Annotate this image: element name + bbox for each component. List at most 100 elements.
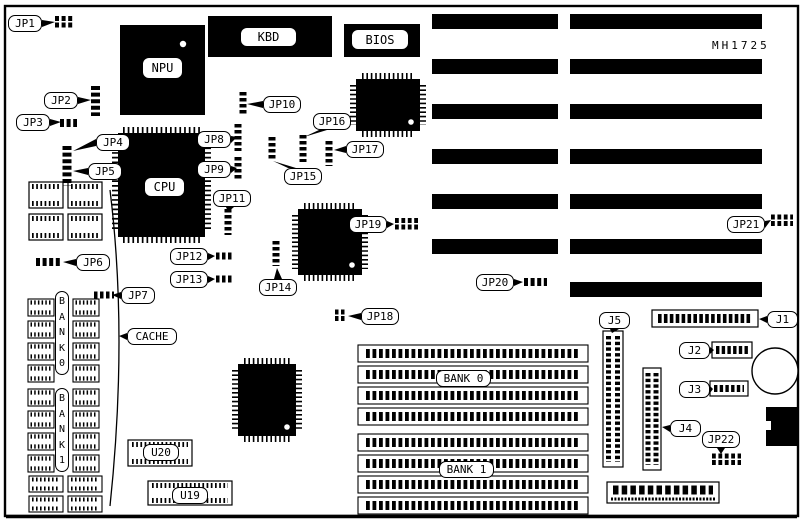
dip-chip bbox=[73, 365, 99, 382]
dip-chip bbox=[29, 182, 63, 208]
isa-slot bbox=[432, 149, 558, 164]
callout-j1: J1 bbox=[767, 311, 798, 328]
callout-jp5: JP5 bbox=[88, 163, 122, 180]
dip-chip bbox=[73, 343, 99, 360]
dip-chip bbox=[28, 299, 54, 316]
callout-jp14: JP14 bbox=[259, 279, 297, 296]
callout-jp7: JP7 bbox=[121, 287, 155, 304]
dip-bank1-label: BANK1 bbox=[55, 388, 69, 472]
callout-jp8: JP8 bbox=[197, 131, 231, 148]
dip-chip bbox=[73, 321, 99, 338]
dip-chip bbox=[73, 433, 99, 450]
callout-jp11: JP11 bbox=[213, 190, 251, 207]
dip-chip bbox=[28, 389, 54, 406]
u20-label: U20 bbox=[143, 444, 179, 461]
dip-chip bbox=[66, 474, 104, 494]
callout-jp9: JP9 bbox=[197, 161, 231, 178]
j3-header bbox=[709, 380, 749, 397]
dip-chip bbox=[68, 214, 102, 240]
simm-bank1-label: BANK 1 bbox=[439, 461, 494, 478]
callout-jp17: JP17 bbox=[346, 141, 384, 158]
callout-jp2: JP2 bbox=[44, 92, 78, 109]
j5-header bbox=[602, 330, 624, 468]
callout-jp12: JP12 bbox=[170, 248, 208, 265]
pin1-dot bbox=[179, 40, 187, 48]
npu-label: NPU bbox=[142, 57, 183, 79]
dip-chip bbox=[29, 214, 63, 240]
isa-slot bbox=[432, 194, 558, 209]
simm-socket bbox=[358, 434, 588, 451]
callout-jp22: JP22 bbox=[702, 431, 740, 448]
simm-socket bbox=[358, 408, 588, 425]
callout-jp4: JP4 bbox=[96, 134, 130, 151]
isa-slot bbox=[570, 282, 762, 297]
simm-socket bbox=[358, 497, 588, 514]
u19-label: U19 bbox=[172, 487, 208, 504]
j4-header bbox=[642, 367, 662, 471]
callout-jp18: JP18 bbox=[361, 308, 399, 325]
callout-jp19: JP19 bbox=[349, 216, 387, 233]
cache-group-brace bbox=[109, 189, 120, 507]
isa-slot bbox=[432, 104, 558, 119]
bios-label: BIOS bbox=[351, 29, 409, 50]
dip-chip bbox=[73, 455, 99, 472]
dip-chip bbox=[73, 411, 99, 428]
callout-jp20: JP20 bbox=[476, 274, 514, 291]
pin1-dot bbox=[349, 262, 355, 268]
connectors bbox=[602, 309, 799, 504]
callout-jp15: JP15 bbox=[284, 168, 322, 185]
isa-slot bbox=[570, 104, 762, 119]
callout-jp3: JP3 bbox=[16, 114, 50, 131]
simm-bank0-label: BANK 0 bbox=[436, 370, 491, 387]
j1-header bbox=[651, 309, 759, 328]
qfp-chip bbox=[350, 73, 426, 137]
callout-jp16: JP16 bbox=[313, 113, 351, 130]
dip-chip bbox=[66, 494, 104, 514]
simm-socket bbox=[358, 345, 588, 362]
callout-jp21: JP21 bbox=[727, 216, 765, 233]
isa-slot bbox=[570, 14, 762, 29]
dip-chip bbox=[73, 299, 99, 316]
power-connector-block bbox=[766, 407, 799, 446]
dip-chip bbox=[68, 182, 102, 208]
cpu-label: CPU bbox=[144, 177, 185, 197]
simm-socket bbox=[358, 476, 588, 493]
model-number: MH1725 bbox=[712, 39, 770, 52]
simm-socket bbox=[358, 387, 588, 404]
dip-chip bbox=[27, 474, 65, 494]
isa-slot bbox=[570, 239, 762, 254]
pin1-dot bbox=[284, 424, 290, 430]
callout-j4: J4 bbox=[670, 420, 701, 437]
isa-slots bbox=[432, 14, 762, 297]
isa-slot bbox=[570, 59, 762, 74]
dip-chip bbox=[73, 389, 99, 406]
isa-slot bbox=[570, 194, 762, 209]
callout-jp1: JP1 bbox=[8, 15, 42, 32]
callout-j3: J3 bbox=[679, 381, 710, 398]
callout-jp13: JP13 bbox=[170, 271, 208, 288]
isa-slot bbox=[570, 149, 762, 164]
dip-bank0-label: BANK0 bbox=[55, 291, 69, 375]
dip-chip bbox=[28, 321, 54, 338]
j2-header bbox=[711, 341, 753, 359]
jumper-pins bbox=[36, 16, 793, 465]
isa-slot bbox=[432, 239, 558, 254]
pin1-dot bbox=[408, 119, 414, 125]
dip-chip bbox=[28, 343, 54, 360]
dip-chip bbox=[28, 365, 54, 382]
dip-chip bbox=[28, 433, 54, 450]
cache-label: CACHE bbox=[127, 328, 177, 345]
qfp-chip bbox=[232, 358, 302, 442]
callout-jp10: JP10 bbox=[263, 96, 301, 113]
callout-j5: J5 bbox=[599, 312, 630, 329]
keyboard-din-connector bbox=[751, 347, 799, 395]
dip-chip bbox=[27, 494, 65, 514]
isa-slot bbox=[432, 59, 558, 74]
callout-j2: J2 bbox=[679, 342, 710, 359]
callout-jp6: JP6 bbox=[76, 254, 110, 271]
power-header bbox=[606, 481, 720, 504]
isa-slot bbox=[432, 14, 558, 29]
dip-chip bbox=[28, 455, 54, 472]
